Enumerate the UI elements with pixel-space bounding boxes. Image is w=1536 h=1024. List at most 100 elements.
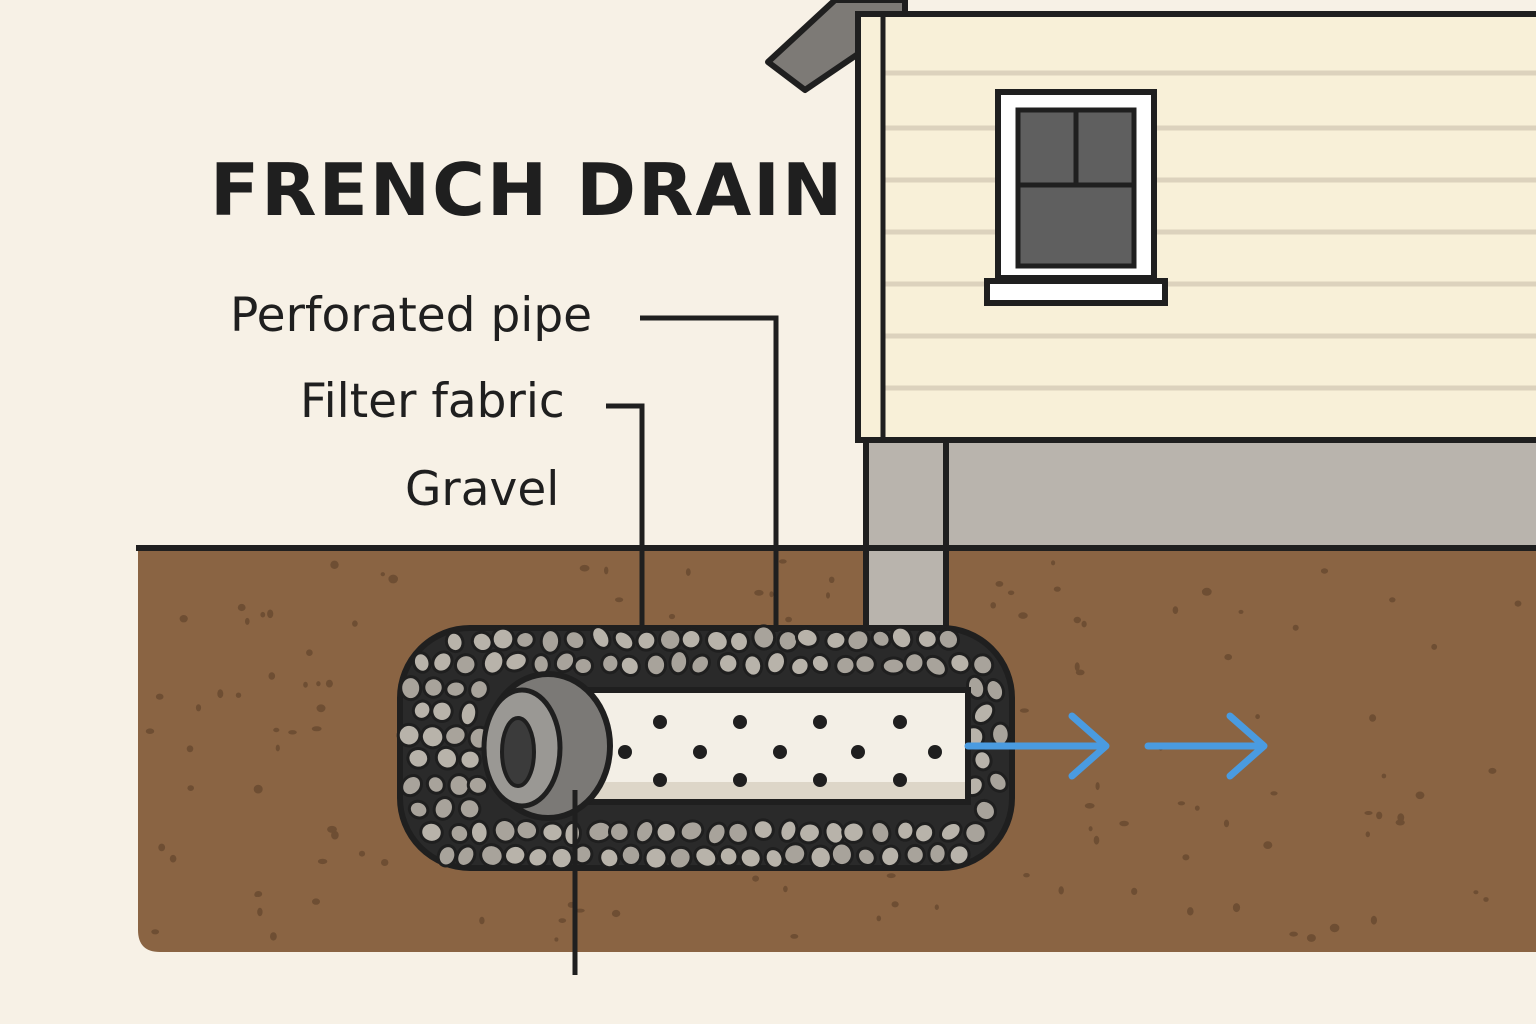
soil-speck	[1023, 873, 1030, 878]
pipe-hole	[733, 773, 747, 787]
gravel-stone	[458, 748, 482, 771]
gravel-stone	[679, 628, 703, 651]
soil-speck	[886, 873, 896, 879]
soil-speck	[783, 885, 788, 893]
soil-speck	[1019, 708, 1029, 713]
soil-speck	[769, 591, 774, 598]
soil-speck	[273, 727, 280, 733]
pipe-hole	[928, 745, 942, 759]
soil-speck	[1376, 811, 1383, 820]
soil-speck	[828, 576, 835, 583]
pipe-hole	[893, 773, 907, 787]
gravel-stone	[841, 820, 866, 844]
gravel-stone	[411, 651, 432, 674]
soil-speck	[158, 843, 166, 852]
gravel-stone	[400, 774, 424, 798]
gravel-stone	[539, 628, 562, 655]
gravel-stone	[563, 629, 587, 651]
gravel-stone	[716, 652, 740, 675]
gravel-stone	[789, 655, 811, 677]
soil-speck	[754, 589, 764, 596]
gravel-stone	[396, 722, 422, 748]
soil-speck	[1074, 662, 1080, 672]
soil-speck	[1320, 568, 1329, 574]
gravel-stone	[971, 653, 995, 677]
soil-speck	[876, 915, 882, 922]
soil-speck	[267, 609, 274, 619]
soil-speck	[331, 830, 339, 840]
soil-speck	[195, 704, 202, 712]
pipe-hole	[733, 715, 747, 729]
gravel-stone	[490, 626, 516, 652]
gravel-stone	[693, 845, 719, 869]
gravel-stone	[540, 821, 565, 844]
gravel-stone	[938, 820, 963, 843]
gravel-stone	[448, 822, 471, 845]
soil-speck	[1075, 669, 1085, 676]
gravel-stone	[903, 651, 926, 675]
gravel-stone	[797, 821, 822, 845]
soil-speck	[1238, 609, 1244, 614]
soil-speck	[268, 672, 276, 680]
pipe-hole	[653, 715, 667, 729]
soil-speck	[235, 692, 242, 698]
gravel-stone	[443, 724, 468, 747]
gravel-stone	[927, 842, 948, 866]
soil-speck	[579, 564, 590, 572]
soil-speck	[312, 898, 320, 905]
soil-speck	[604, 566, 609, 575]
soil-speck	[245, 617, 250, 625]
soil-speck	[303, 681, 308, 688]
gravel-stone	[765, 650, 787, 676]
soil-speck	[1095, 782, 1100, 791]
soil-speck	[1255, 714, 1260, 720]
gravel-stone	[879, 844, 902, 869]
gravel-stone	[829, 841, 854, 868]
arrow-right-icon	[1144, 712, 1268, 780]
soil-speck	[327, 825, 337, 833]
soil-speck	[1187, 907, 1194, 916]
soil-speck	[306, 649, 313, 656]
soil-speck	[1051, 560, 1056, 566]
soil-speck	[237, 603, 246, 612]
arrow-right-icon	[964, 712, 1110, 780]
house	[765, 0, 1536, 635]
gravel-stone	[904, 843, 926, 866]
soil-speck	[615, 597, 624, 603]
soil-speck	[479, 916, 485, 925]
soil-speck	[891, 901, 899, 908]
window-icon	[984, 89, 1168, 306]
gravel-stone	[619, 843, 643, 867]
pipe-perforations	[618, 715, 942, 787]
soil-speck	[1081, 620, 1087, 628]
gravel-stone	[455, 844, 477, 868]
gravel-stone	[923, 654, 948, 678]
gravel-stone	[845, 628, 871, 653]
soil-speck	[1395, 819, 1405, 826]
soil-speck	[1431, 643, 1438, 650]
foundation-below-ground	[863, 545, 949, 635]
soil-speck	[1365, 831, 1371, 838]
soil-speck	[1172, 606, 1179, 614]
gravel-stone	[607, 820, 631, 843]
gravel-stone	[618, 654, 641, 678]
soil-speck	[270, 932, 277, 941]
gravel-label: Gravel	[405, 462, 560, 517]
gravel-stone	[612, 629, 636, 652]
soil-speck	[790, 934, 799, 939]
gravel-stone	[738, 846, 763, 870]
gravel-stone	[880, 656, 906, 676]
gravel-stone	[915, 628, 939, 650]
gravel-stone	[514, 630, 536, 650]
soil-speck	[151, 929, 160, 935]
gravel-stone	[411, 699, 433, 721]
soil-speck	[668, 613, 676, 620]
soil-speck	[1201, 587, 1212, 596]
soil-speck	[1370, 915, 1377, 925]
gravel-stone	[654, 820, 678, 844]
soil-speck	[288, 730, 297, 735]
soil-speck	[1093, 835, 1100, 845]
gravel-stone	[936, 627, 961, 651]
foundation-slab	[863, 437, 1536, 553]
gravel-stone	[644, 652, 668, 678]
